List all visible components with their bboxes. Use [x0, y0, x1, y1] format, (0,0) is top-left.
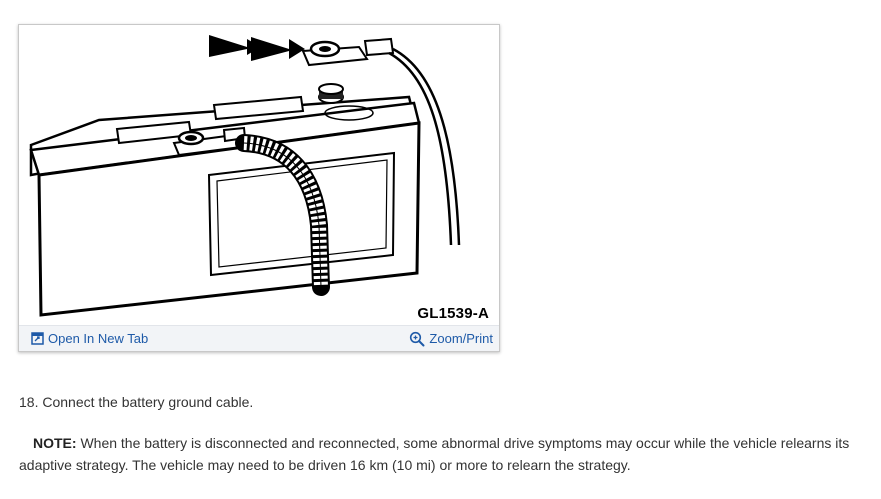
figure-toolbar: Open In New Tab Zoom/Print	[19, 325, 499, 351]
step-text: 18. Connect the battery ground cable.	[19, 394, 254, 410]
open-in-new-tab-label: Open In New Tab	[48, 331, 149, 346]
open-new-tab-icon	[31, 332, 44, 345]
battery-illustration	[29, 35, 461, 317]
open-in-new-tab-link[interactable]: Open In New Tab	[31, 331, 148, 346]
note-label: NOTE:	[33, 435, 77, 451]
illustration-figure: GL1539-A Open In New Tab Zoom/Print	[18, 24, 500, 352]
zoom-icon	[410, 331, 425, 346]
zoom-print-link[interactable]: Zoom/Print	[409, 331, 493, 347]
note-paragraph: NOTE: When the battery is disconnected a…	[19, 432, 869, 476]
note-text: When the battery is disconnected and rec…	[19, 435, 850, 473]
figure-code: GL1539-A	[417, 305, 489, 322]
zoom-print-label: Zoom/Print	[429, 331, 493, 346]
